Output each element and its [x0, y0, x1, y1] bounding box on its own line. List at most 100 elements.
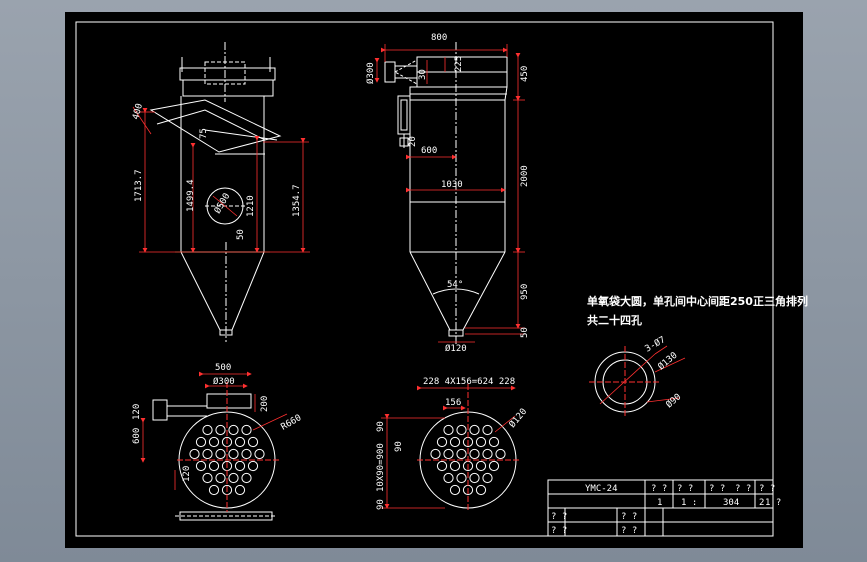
filter-bag-hole — [228, 472, 239, 484]
side-dim-angle: 54° — [447, 280, 463, 290]
filter-bag-hole — [475, 460, 487, 472]
side-dim-cone-height: 950 — [520, 284, 530, 300]
filter-bag-hole — [202, 448, 213, 460]
filter-bag-hole — [254, 448, 265, 460]
title-block — [547, 479, 774, 537]
filter-bag-hole — [234, 484, 246, 496]
side-dim-bottom: Ø120 — [445, 343, 467, 354]
dim-inlet: 400 — [131, 102, 145, 120]
filter-bag-hole — [482, 472, 493, 484]
side-dim-small: 20 — [408, 136, 418, 147]
top-right-dim-156: 156 — [445, 398, 461, 408]
dim-top: 75 — [199, 128, 209, 139]
filter-bag-hole — [469, 424, 480, 436]
filter-bag-hole — [234, 460, 246, 472]
filter-bag-hole — [241, 472, 252, 484]
filter-bag-hole — [241, 424, 252, 436]
front-view-dimensions — [132, 106, 310, 253]
filter-bag-hole — [247, 436, 259, 448]
tb-r3c1: ? ? — [551, 512, 567, 522]
filter-bag-hole — [208, 436, 220, 448]
filter-bag-hole — [215, 472, 226, 484]
note-line-1: 单氧袋大圆，单孔间中心间距250正三角排列 — [587, 294, 808, 308]
filter-bag-hole — [430, 448, 441, 460]
side-dim-width: 800 — [431, 33, 447, 43]
top-right-dim-90c: 90 — [376, 499, 386, 510]
top-left-dim-500: 500 — [215, 363, 231, 373]
top-left-dim-300: Ø300 — [213, 376, 235, 387]
top-view-left — [140, 371, 288, 521]
filter-bag-hole — [456, 448, 467, 460]
side-view — [384, 42, 508, 344]
tb-r2c5: 1 ? — [765, 498, 781, 508]
tb-r1c2: ? ? — [651, 484, 667, 494]
filter-bag-hole — [482, 424, 493, 436]
side-dim-outlet: Ø300 — [365, 62, 376, 84]
filter-bag-hole — [228, 448, 239, 460]
top-left-dim-120b: 120 — [182, 466, 192, 482]
filter-bag-hole — [495, 448, 506, 460]
filter-bag-hole — [234, 436, 246, 448]
tb-r3c2: ? ? — [621, 512, 637, 522]
filter-bag-hole — [208, 460, 220, 472]
inner-frame — [75, 21, 774, 537]
filter-bag-hole — [202, 424, 213, 436]
side-dim-base: 50 — [520, 327, 530, 338]
tb-r2c1: 1 — [657, 498, 662, 508]
detail-view — [589, 345, 686, 418]
filter-bag-hole — [488, 460, 500, 472]
side-view-dimensions — [374, 44, 525, 343]
dim-hole: Ø500 — [212, 191, 232, 215]
filter-bag-hole — [469, 472, 480, 484]
filter-bag-hole — [456, 424, 467, 436]
top-left-dim-600: 600 — [132, 428, 142, 444]
detail-dim-d90: Ø90 — [664, 391, 684, 410]
engineering-drawing: 400 1713.7 1499.4 1210 1354.7 Ø500 50 75 — [75, 21, 808, 537]
top-right-dim-90b: 90 — [394, 441, 404, 452]
tb-r2c4: 2 — [759, 498, 764, 508]
top-left-dim-120: 120 — [132, 404, 142, 420]
top-right-dim-90a: 90 — [376, 421, 386, 432]
filter-bag-hole — [443, 424, 454, 436]
filter-bag-hole — [449, 436, 461, 448]
side-dim-flange: 30 — [418, 69, 428, 80]
filter-bag-hole — [208, 484, 220, 496]
filter-bag-hole — [195, 460, 207, 472]
dim-body: 1354.7 — [292, 184, 302, 217]
side-dim-diameter: 1030 — [441, 180, 463, 190]
tb-r1c5: ? ? — [735, 484, 751, 494]
filter-bag-hole — [475, 484, 487, 496]
note-line-2: 共二十四孔 — [587, 313, 642, 327]
filter-bag-hole — [436, 460, 448, 472]
top-right-dim-phi120: Ø120 — [507, 406, 529, 430]
filter-bag-hole — [215, 448, 226, 460]
tb-r4c1: ? ? — [551, 526, 567, 536]
top-view-right — [381, 384, 520, 512]
filter-bag-hole — [469, 448, 480, 460]
filter-bag-hole — [247, 460, 259, 472]
tb-r1c4: ? ? — [709, 484, 725, 494]
filter-bag-hole — [488, 436, 500, 448]
side-dim-top-height: 450 — [520, 66, 530, 82]
dim-small: 50 — [236, 229, 246, 240]
filter-bag-hole — [475, 436, 487, 448]
filter-bag-hole — [202, 472, 213, 484]
tb-r2c3: 304 — [723, 498, 739, 508]
detail-dim-holes: 3-Ø7 — [643, 334, 667, 354]
filter-bag-hole — [195, 436, 207, 448]
side-dim-cap: 225 — [454, 56, 464, 72]
tb-r1c6: ? ? — [759, 484, 775, 494]
filter-bag-hole — [215, 424, 226, 436]
tb-r2c2: 1 : — [681, 498, 697, 508]
filter-bag-hole — [482, 448, 493, 460]
drawing-sheet: 400 1713.7 1499.4 1210 1354.7 Ø500 50 75 — [65, 12, 808, 548]
tb-r4c2: ? ? — [621, 526, 637, 536]
filter-bag-hole — [449, 460, 461, 472]
filter-bag-hole — [449, 484, 461, 496]
filter-bag-hole — [443, 448, 454, 460]
top-left-dim-200: 200 — [260, 396, 270, 412]
tb-drawing-no: YMC-24 — [585, 484, 618, 494]
top-right-dim-rows: 10X90=900 — [376, 443, 386, 492]
detail-dim-d130: Ø130 — [656, 350, 680, 372]
filter-bag-hole — [241, 448, 252, 460]
